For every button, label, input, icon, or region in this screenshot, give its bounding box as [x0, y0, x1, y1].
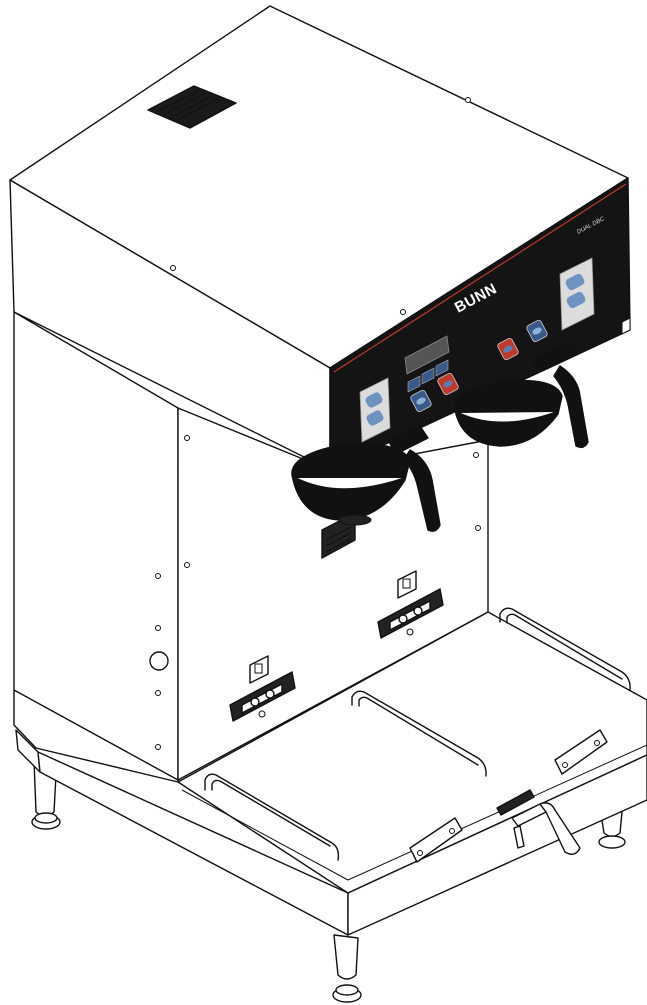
level-gauge-right: [559, 257, 595, 331]
digital-display: [404, 335, 450, 375]
tray-hinge-left: [409, 817, 463, 863]
warmer-rail-front: [204, 773, 340, 861]
brew-button-right: [526, 319, 548, 343]
front-control-panel: [329, 177, 631, 471]
top-data-plate: [147, 85, 237, 129]
warmer-rail-middle: [351, 690, 487, 777]
brew-button-left: [410, 389, 432, 413]
brew-funnel-right: [454, 341, 589, 449]
menu-buttons: [407, 359, 449, 393]
tray-hinge-right: [554, 729, 608, 775]
warmer-switch-right: [377, 570, 444, 639]
front-center-leg: [332, 934, 362, 1003]
warmer-rail-rear: [499, 607, 631, 691]
stop-button-left: [437, 372, 459, 396]
hot-water-faucet: [496, 789, 581, 855]
brew-funnel-left: [291, 425, 441, 532]
warmer-switch-left: [229, 655, 296, 722]
stop-button-right: [497, 337, 519, 361]
level-gauge-left: [359, 377, 391, 443]
